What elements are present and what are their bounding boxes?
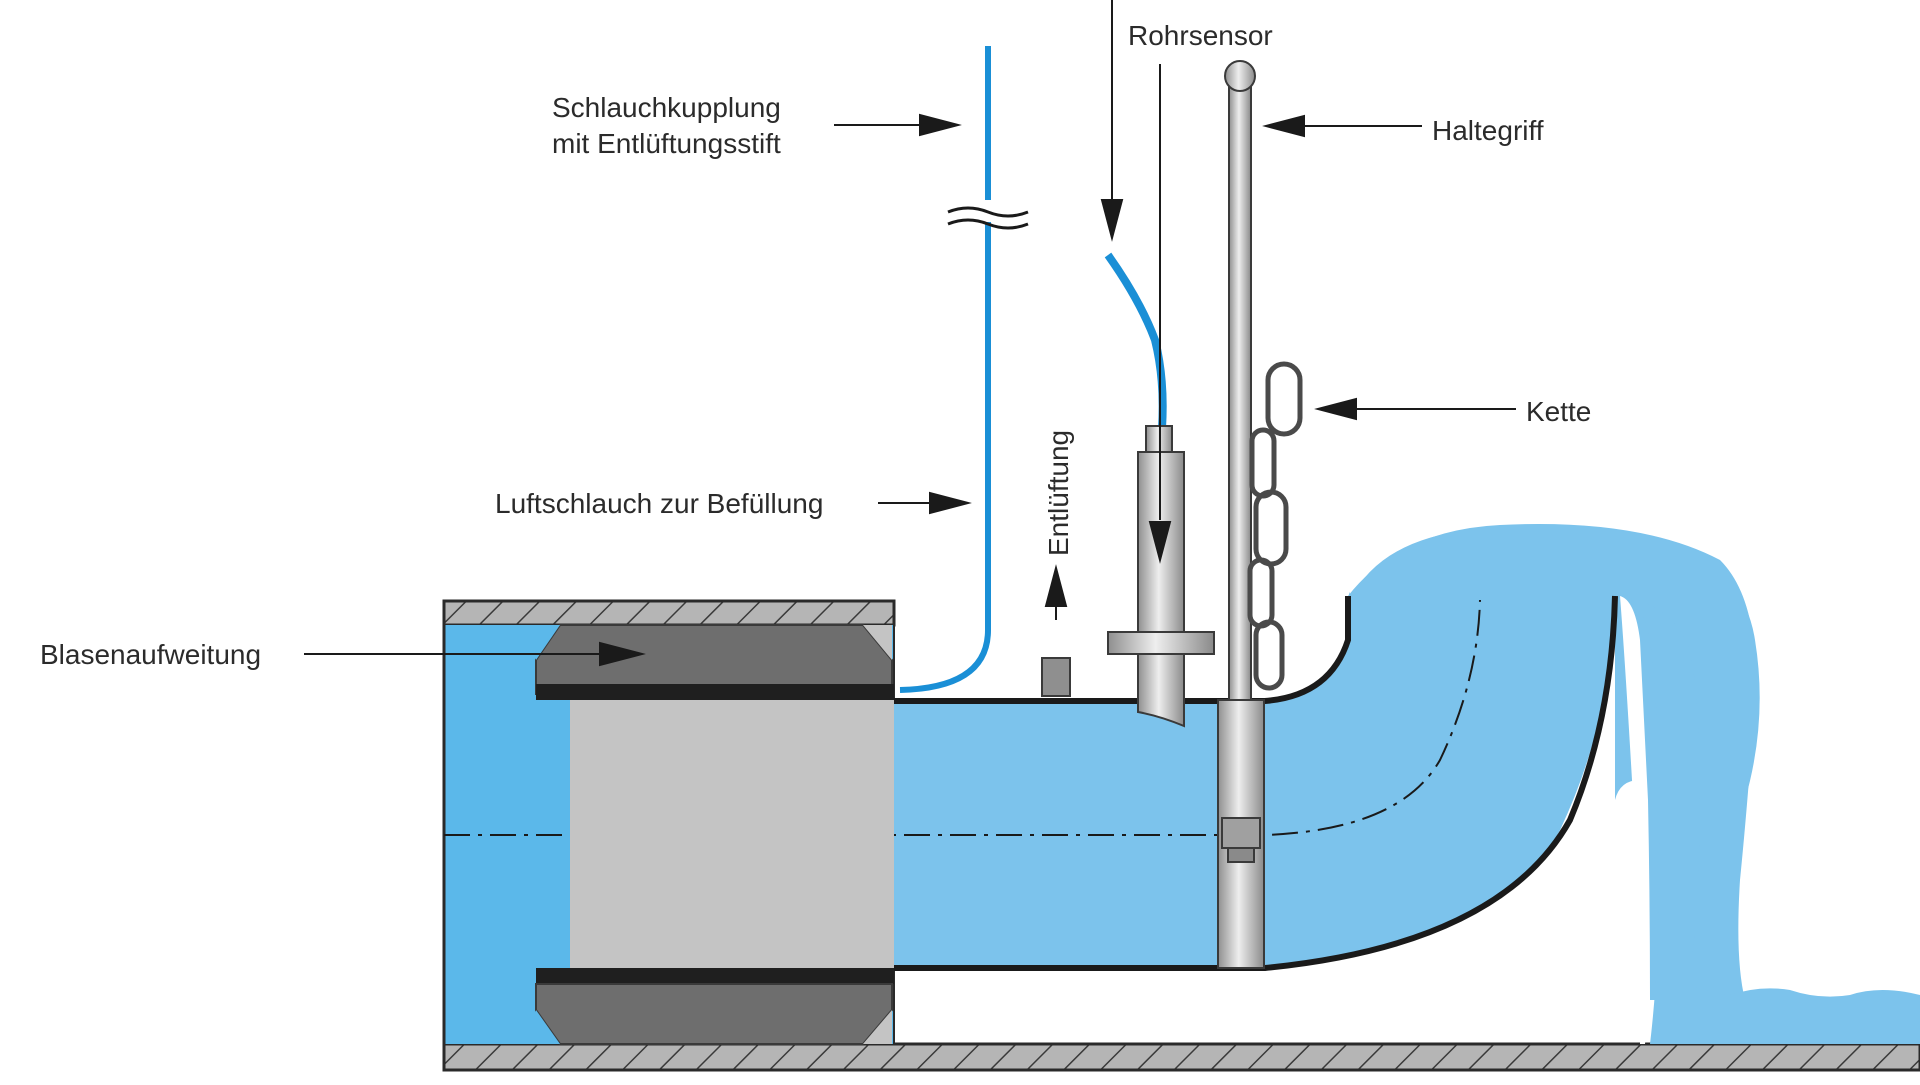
label-blasenaufweitung: Blasenaufweitung	[40, 639, 261, 670]
sensor-tip	[1137, 653, 1185, 728]
arrows	[304, 0, 1516, 667]
pipe-centerline	[444, 599, 1481, 836]
chain	[1247, 361, 1303, 691]
label-rohrsensor: Rohrsensor	[1128, 20, 1273, 51]
inner-pipe-bottom-edge	[894, 595, 1618, 971]
label-schlauchkupplung-2: mit Entlüftungsstift	[552, 128, 781, 159]
bladder-top	[535, 624, 893, 695]
label-schlauchkupplung-1: Schlauchkupplung	[552, 92, 781, 123]
ground-wall	[442, 1042, 1920, 1072]
sensor-flange	[1107, 631, 1215, 655]
bladder-core	[570, 700, 894, 970]
holding-rod-knob	[1224, 60, 1256, 92]
inner-pipe-top-edge	[894, 596, 1351, 704]
bladder-bottom	[535, 983, 893, 1045]
sensor-cable	[1104, 252, 1167, 429]
hose-break-symbol	[947, 206, 1029, 230]
host-pipe-top-wall	[442, 599, 896, 627]
label-haltegriff: Haltegriff	[1432, 115, 1544, 146]
vent-block	[1041, 657, 1071, 697]
air-hose	[899, 46, 991, 693]
label-kette: Kette	[1526, 396, 1591, 427]
label-entlueftung: Entlüftung	[1043, 430, 1074, 556]
label-luftschlauch: Luftschlauch zur Befüllung	[495, 488, 823, 519]
outflow-jet	[1615, 595, 1920, 1044]
